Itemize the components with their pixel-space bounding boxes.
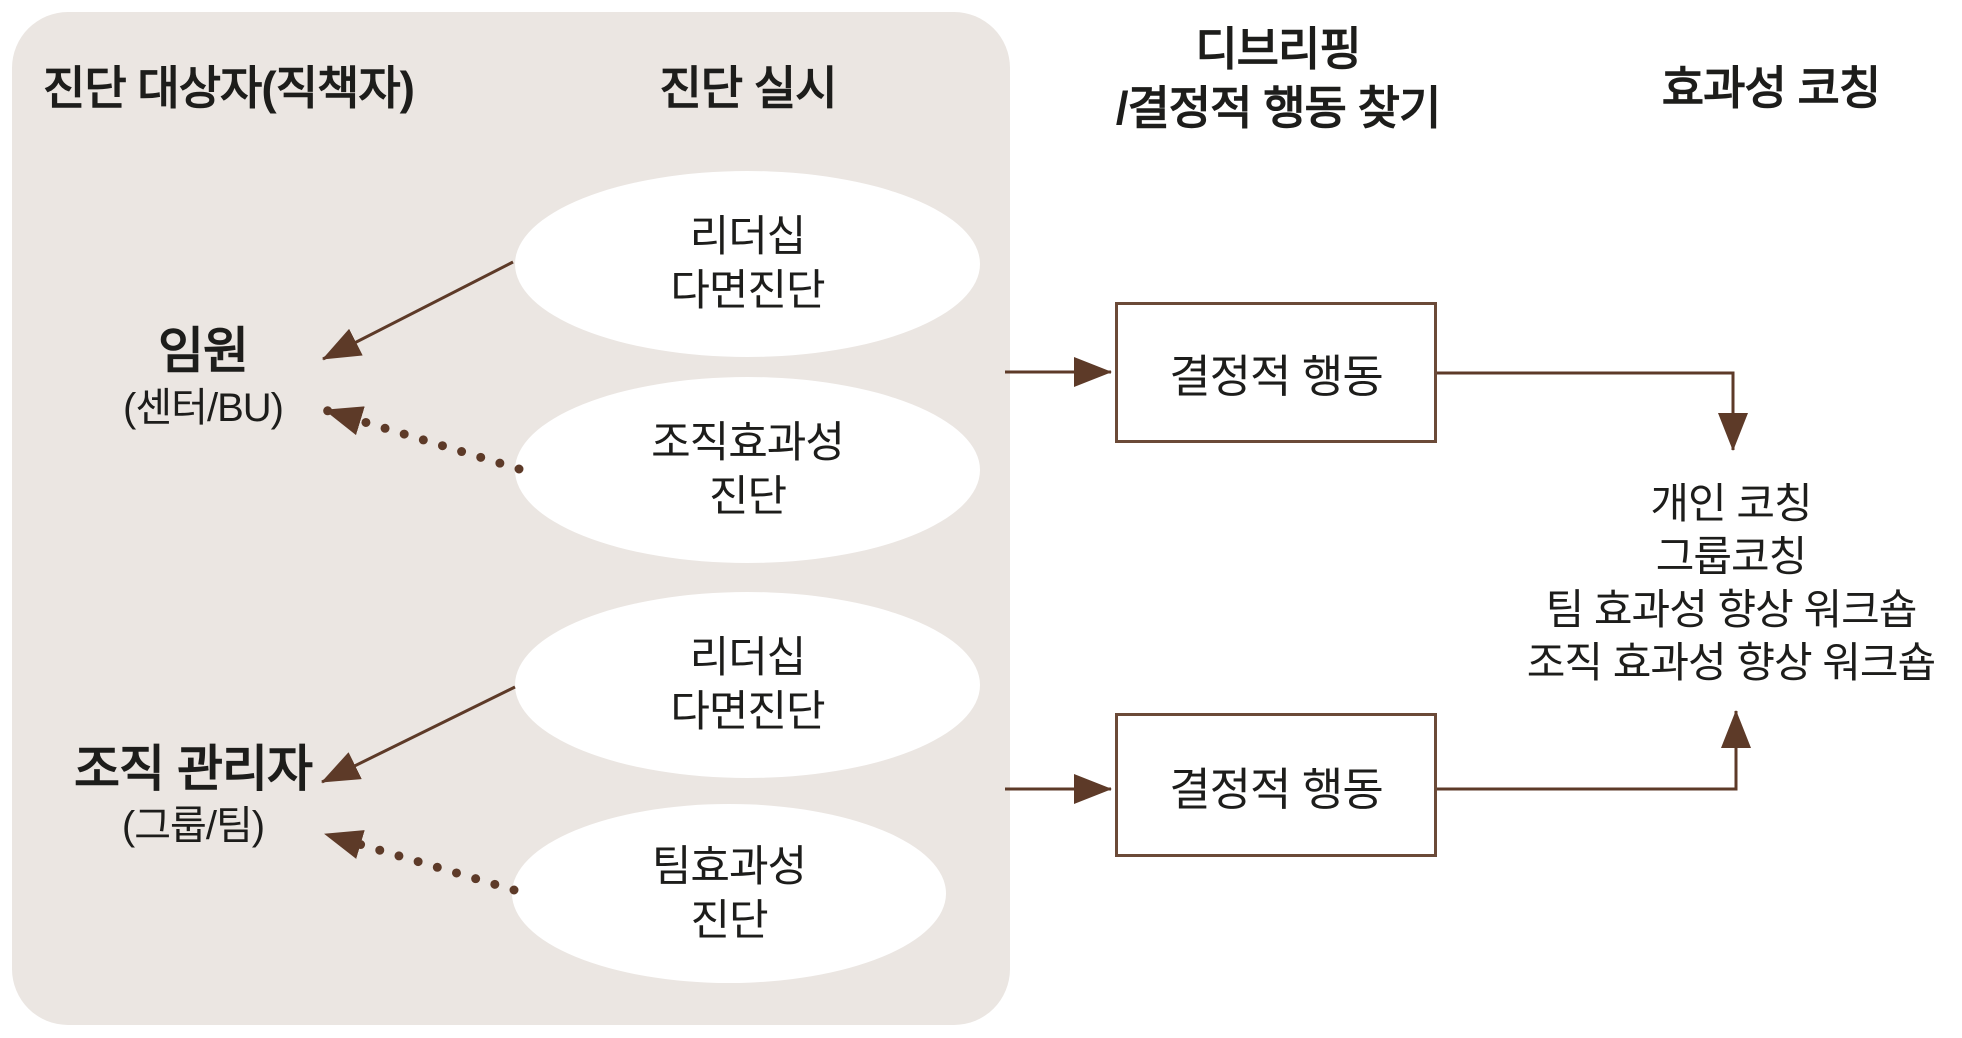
arrow-box2-to-coaching: [1437, 710, 1751, 791]
ellipse-leadership-360-top: 리더십 다면진단: [515, 171, 980, 357]
ellipse-org-effectiveness: 조직효과성 진단: [515, 377, 980, 563]
target-executive-title: 임원: [157, 323, 249, 379]
critical-behavior-label: 결정적 행동: [1169, 351, 1384, 402]
ellipse-text-line1: 리더십: [689, 213, 807, 261]
ellipse-text-line2: 다면진단: [670, 267, 825, 315]
arrow-box1-to-coaching: [1437, 371, 1748, 451]
ellipse-text-line1: 팀효과성: [651, 842, 807, 891]
coaching-method-org-workshop: 조직 효과성 향상 워크숍: [1526, 639, 1936, 686]
header-debrief: 디브리핑 /결정적 행동 찾기: [1115, 20, 1442, 138]
target-executive: 임원 (센터/BU): [123, 322, 284, 432]
coaching-method-group: 그룹코칭: [1655, 533, 1808, 580]
ellipse-text-line1: 조직효과성: [651, 419, 845, 467]
target-org-manager-subtitle: (그룹/팀): [121, 804, 265, 848]
coaching-method-team-workshop: 팀 효과성 향상 워크숍: [1545, 586, 1918, 633]
ellipse-leadership-360-bottom: 리더십 다면진단: [515, 592, 980, 778]
critical-behavior-box-1: 결정적 행동: [1115, 302, 1437, 443]
header-assessment: 진단 실시: [659, 62, 837, 114]
target-org-manager: 조직 관리자 (그룹/팀): [74, 740, 313, 850]
coaching-method-individual: 개인 코칭: [1650, 480, 1812, 527]
ellipse-text-line2: 진단: [690, 896, 768, 945]
critical-behavior-label: 결정적 행동: [1169, 763, 1384, 815]
header-debrief-line2: /결정적 행동 찾기: [1115, 82, 1442, 134]
coaching-methods-list: 개인 코칭 그룹코칭 팀 효과성 향상 워크숍 조직 효과성 향상 워크숍: [1526, 477, 1936, 689]
header-targets: 진단 대상자(직책자): [43, 62, 415, 114]
target-executive-subtitle: (센터/BU): [123, 386, 284, 430]
ellipse-team-effectiveness: 팀효과성 진단: [512, 804, 946, 983]
critical-behavior-box-2: 결정적 행동: [1115, 713, 1437, 857]
ellipse-text-line1: 리더십: [689, 634, 807, 682]
header-debrief-line1: 디브리핑: [1195, 23, 1361, 75]
header-coaching: 효과성 코칭: [1661, 62, 1881, 114]
ellipse-text-line2: 다면진단: [670, 688, 825, 736]
target-org-manager-title: 조직 관리자: [74, 741, 313, 797]
ellipse-text-line2: 진단: [708, 473, 787, 521]
